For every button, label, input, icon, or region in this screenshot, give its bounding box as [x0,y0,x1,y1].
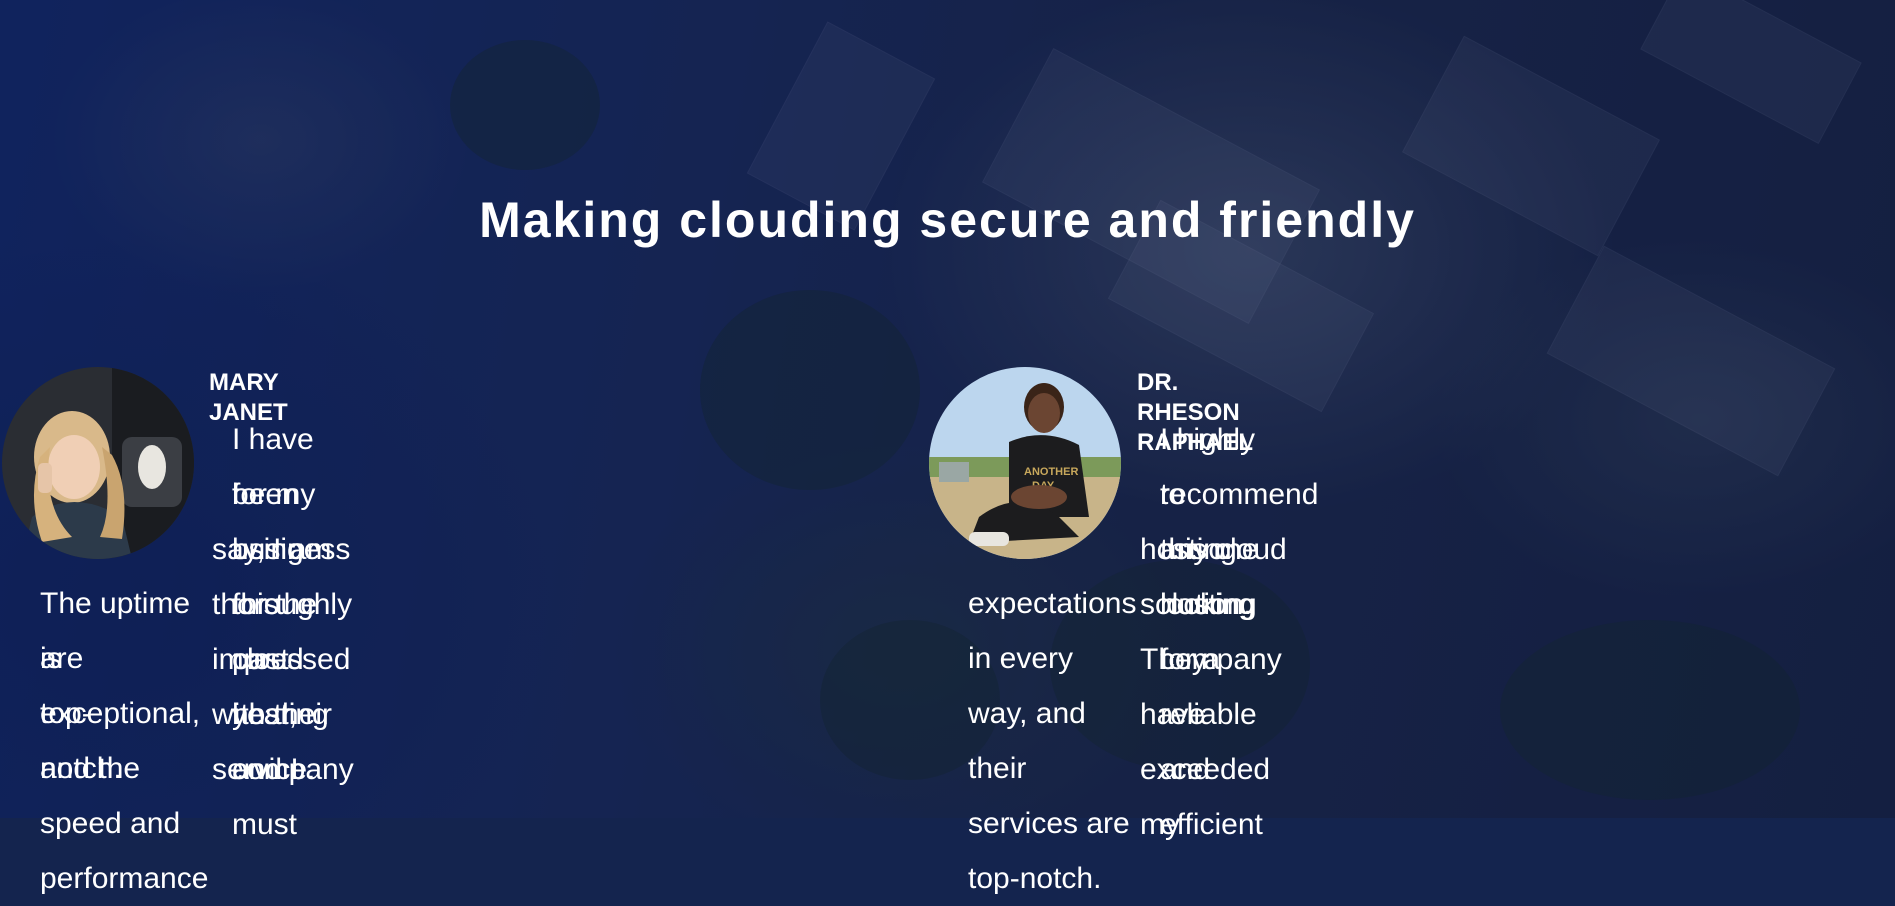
testimonial-quote-line: are top-notch. [40,642,122,785]
avatar-mary-janet [2,367,194,559]
testimonial-quote-line: for my business for the past year, and I… [232,478,351,841]
testimonial-quote-line: expectations in every way, and their ser… [968,587,1137,895]
person-on-phone-icon [2,367,194,559]
person-sitting-outdoors-icon: ANOTHER DAY [929,367,1121,559]
testimonial-quote-line: hosting solution. They have exceeded my [1140,533,1271,841]
section-title: Making clouding secure and friendly [479,192,1416,248]
testimonial-quote-line: I highly recommend this cloud hosting co… [1160,423,1319,676]
aerial-city-background [0,0,1895,818]
testimonials-section: Making clouding secure and friendly MARY… [2,192,1416,895]
svg-text:ANOTHER: ANOTHER [1024,466,1078,478]
testimonial-name: DR. RHESON RAPHAEL [1137,369,1254,456]
testimonial-quote-line: say, I am thoroughly impressed with thei… [212,533,353,786]
avatar-rheson-raphael: ANOTHER DAY [929,367,1121,559]
testimonial-quote-line: I have been using this cloud hosting com… [232,423,354,786]
testimonial-name: MARY JANET [209,369,288,426]
